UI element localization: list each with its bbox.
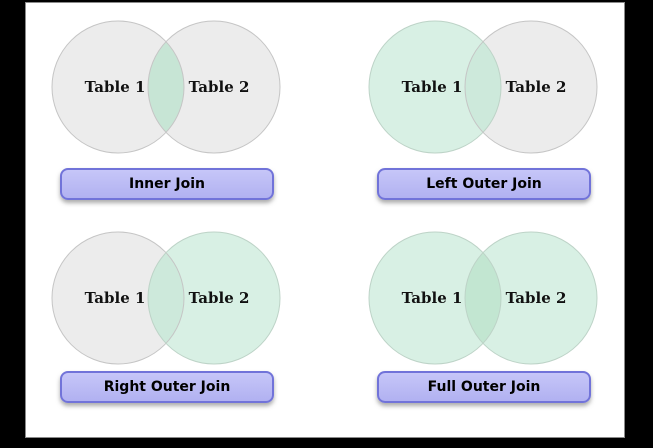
table1-circle-outline	[368, 231, 502, 365]
table1-circle	[52, 232, 184, 364]
venn-diagram-right-outer-join: Table 1 Table 2	[51, 231, 281, 365]
table1-label: Table 1	[402, 289, 463, 307]
table2-circle	[465, 232, 597, 364]
table2-circle-outline	[464, 20, 598, 154]
table1-circle	[369, 21, 501, 153]
table2-label: Table 2	[189, 289, 250, 307]
table2-circle	[148, 21, 280, 153]
right-outer-join-button[interactable]: Right Outer Join	[60, 371, 274, 403]
table2-circle-outline	[464, 231, 598, 365]
table2-label: Table 2	[189, 78, 250, 96]
table1-label: Table 1	[402, 78, 463, 96]
table1-circle	[369, 232, 501, 364]
table2-circle-outline	[147, 231, 281, 365]
table1-circle-outline	[51, 20, 185, 154]
left-outer-join-button[interactable]: Left Outer Join	[377, 168, 591, 200]
table1-circle-outline	[51, 231, 185, 365]
table1-label: Table 1	[85, 78, 146, 96]
quadrant-left-outer-join: Table 1 Table 2 Left Outer Join	[344, 3, 624, 225]
table1-circle	[52, 21, 184, 153]
quadrant-right-outer-join: Table 1 Table 2 Right Outer Join	[26, 225, 308, 439]
venn-diagram-inner-join: Table 1 Table 2	[51, 20, 281, 154]
table2-circle	[465, 21, 597, 153]
quadrant-full-outer-join: Table 1 Table 2 Full Outer Join	[344, 225, 624, 439]
full-outer-join-button[interactable]: Full Outer Join	[377, 371, 591, 403]
venn-diagram-full-outer-join: Table 1 Table 2	[368, 231, 598, 365]
quadrant-inner-join: Table 1 Table 2 Inner Join	[26, 3, 308, 225]
table1-label: Table 1	[85, 289, 146, 307]
table2-label: Table 2	[506, 78, 567, 96]
joins-diagram-panel: Table 1 Table 2 Inner Join Table 1 Table…	[25, 2, 625, 438]
table1-circle-outline	[368, 20, 502, 154]
table2-circle-outline	[147, 20, 281, 154]
venn-diagram-left-outer-join: Table 1 Table 2	[368, 20, 598, 154]
inner-join-button[interactable]: Inner Join	[60, 168, 274, 200]
table2-circle	[148, 232, 280, 364]
table2-label: Table 2	[506, 289, 567, 307]
